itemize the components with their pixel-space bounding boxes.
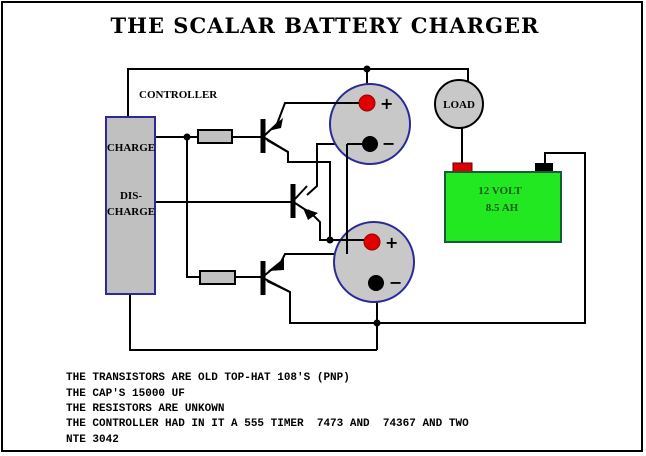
wire-charge-branch <box>186 137 200 278</box>
positive-terminal-icon <box>358 94 376 112</box>
cap-leads <box>285 102 364 254</box>
negative-terminal-icon <box>362 136 378 152</box>
battery-positive-terminal <box>452 162 473 173</box>
notes: THE TRANSISTORS ARE OLD TOP-HAT 108'S (P… <box>66 372 469 446</box>
minus-sign: − <box>389 273 402 292</box>
controller-label: CONTROLLER <box>139 89 218 101</box>
controller-block: CHARGE DIS- CHARGE <box>105 116 156 295</box>
battery-negative-terminal <box>535 163 553 172</box>
capacitor-top: + − <box>329 83 411 165</box>
wire-controller-bottom <box>129 294 377 351</box>
emitter-arrow-icon <box>268 258 284 271</box>
charge-label: CHARGE <box>107 142 155 154</box>
transistor-bottom <box>260 258 291 295</box>
emitter-arrow-icon <box>303 208 318 220</box>
note-line: THE CAP'S 15000 UF <box>66 388 185 400</box>
wire-ground-to-battery <box>377 152 586 324</box>
junction-dot <box>183 133 191 141</box>
note-line: THE RESISTORS ARE UNKOWN <box>66 403 224 415</box>
emitter-arrow-icon <box>268 118 283 131</box>
load-label: LOAD <box>443 99 475 111</box>
negative-terminal-icon <box>368 275 384 291</box>
battery-capacity: 8.5 AH <box>486 202 519 214</box>
diagram-title: THE SCALAR BATTERY CHARGER <box>111 13 540 38</box>
discharge-label-2: CHARGE <box>107 206 155 218</box>
battery-voltage: 12 VOLT <box>478 185 522 197</box>
note-line: THE CONTROLLER HAD IN IT A 555 TIMER 747… <box>66 418 469 430</box>
junction-dot <box>363 65 371 73</box>
battery: 12 VOLT 8.5 AH <box>444 162 562 243</box>
resistor-bottom <box>199 270 236 285</box>
note-line: NTE 3042 <box>66 434 119 446</box>
transistor-middle <box>290 184 318 220</box>
wire-t2-emitter <box>307 209 330 241</box>
minus-sign: − <box>382 134 395 153</box>
plus-sign: + <box>385 233 398 252</box>
plus-sign: + <box>380 94 393 113</box>
capacitor-bottom: + − <box>333 221 415 303</box>
wire-top-rail <box>127 68 469 117</box>
resistor-top <box>197 129 233 144</box>
load-lamp: LOAD <box>434 79 484 129</box>
discharge-label-1: DIS- <box>120 190 142 202</box>
transistor-top <box>260 118 289 153</box>
junction-dot <box>373 319 381 327</box>
positive-terminal-icon <box>363 233 381 251</box>
note-line: THE TRANSISTORS ARE OLD TOP-HAT 108'S (P… <box>66 372 350 384</box>
